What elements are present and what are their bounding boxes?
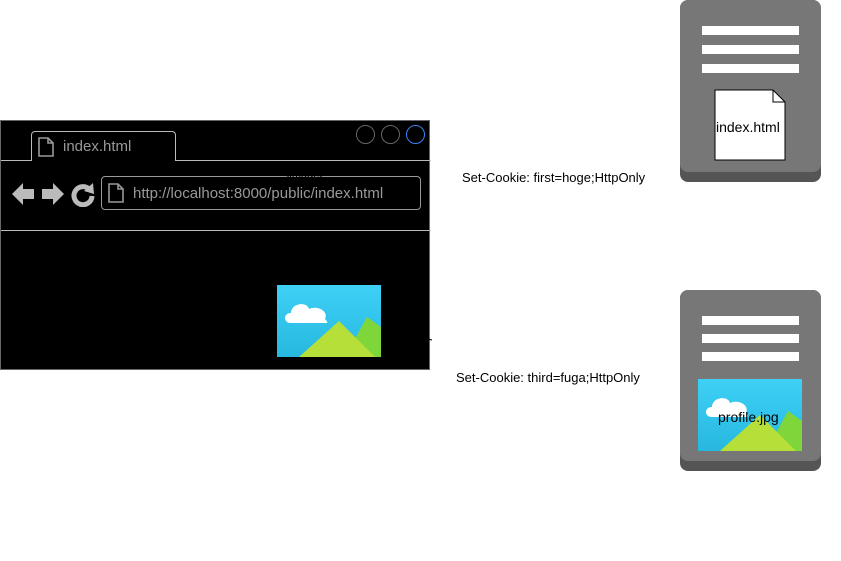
page-icon — [108, 183, 124, 203]
url-text: http://localhost:8000/public/index.html — [133, 185, 384, 202]
tab-index[interactable]: index.html — [31, 131, 176, 161]
index-file-label: index.html — [716, 119, 780, 135]
window-control-button[interactable] — [406, 125, 425, 144]
third-party-server — [680, 290, 821, 471]
request-arrow — [381, 326, 433, 341]
embedded-image-icon — [277, 285, 381, 357]
window-control-button[interactable] — [356, 125, 375, 144]
window-control-button[interactable] — [381, 125, 400, 144]
back-arrow-icon[interactable] — [11, 181, 35, 207]
profile-file-label: profile.jpg — [718, 409, 779, 425]
browser-window: index.html http://localhost:8000/public/… — [0, 120, 431, 370]
first-party-cookie-label: Set-Cookie: first=hoge;HttpOnly — [462, 170, 646, 185]
file-icon — [38, 137, 54, 157]
tab-border — [176, 160, 431, 161]
forward-arrow-icon[interactable] — [41, 181, 65, 207]
tab-border — [1, 160, 32, 161]
tab-label: index.html — [63, 138, 132, 155]
toolbar-divider — [1, 230, 431, 231]
third-party-cookie-label: Set-Cookie: third=fuga;HttpOnly — [456, 370, 640, 385]
first-party-server — [680, 0, 821, 182]
address-bar[interactable]: http://localhost:8000/public/index.html — [101, 176, 421, 210]
image-label: <image> — [283, 169, 326, 181]
refresh-icon[interactable] — [71, 181, 95, 207]
